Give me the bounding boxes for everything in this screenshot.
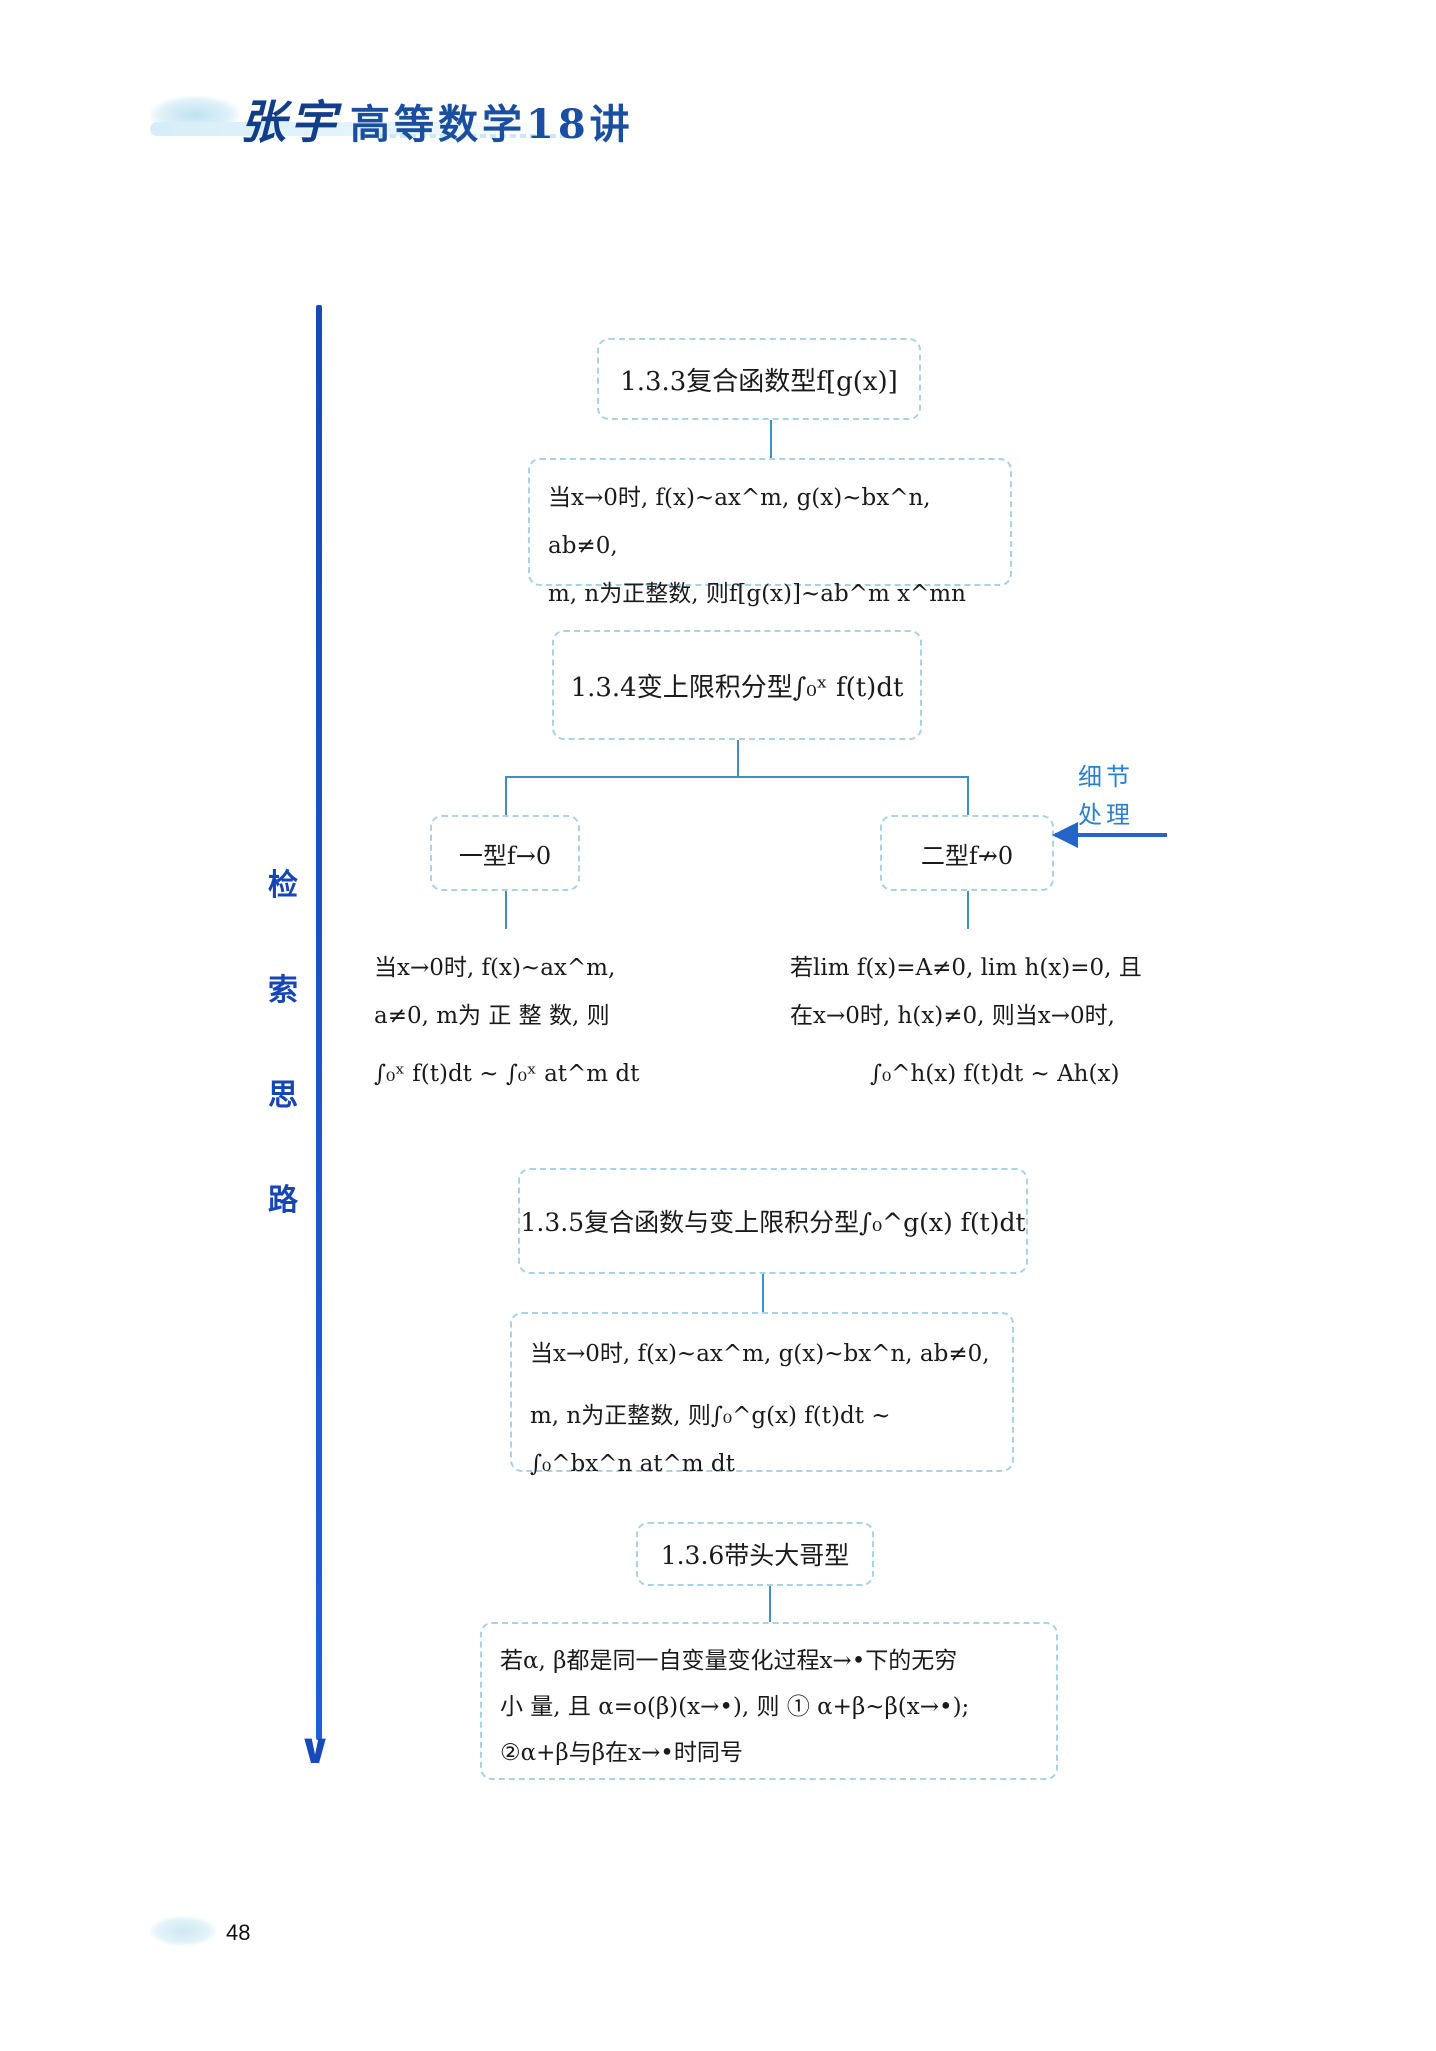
book-title: 张宇高等数学18讲 <box>240 86 634 152</box>
content-line: ∫₀^h(x) f(t)dt ~ Ah(x) <box>870 1061 1120 1087</box>
type-1-box: 一型f→0 <box>430 815 580 891</box>
connector <box>505 891 507 929</box>
sidebar-char-3: 思 <box>268 1078 298 1113</box>
sidebar-char-1: 检 <box>268 868 298 903</box>
section-1-3-5-content: 当x→0时, f(x)~ax^m, g(x)~bx^n, ab≠0, m, n为… <box>510 1312 1014 1477</box>
book-brand: 张宇 <box>240 95 340 149</box>
sidebar-char-4: 路 <box>268 1183 298 1218</box>
section-1-3-6-title-box: 1.3.6带头大哥型 <box>636 1522 874 1586</box>
footer-decoration <box>150 1916 216 1946</box>
section-1-3-3-title-box: 1.3.3复合函数型f[g(x)] <box>597 338 921 420</box>
content-line: a≠0, m为 正 整 数, 则 <box>374 1003 610 1029</box>
section-1-3-5-title: 1.3.5复合函数与变上限积分型∫₀^g(x) f(t)dt <box>520 1208 1026 1237</box>
arrow-shaft <box>1055 833 1167 837</box>
connector <box>967 891 969 929</box>
side-note-line: 细节 <box>1078 763 1134 791</box>
page-number: 48 <box>226 1920 251 1945</box>
sidebar-char-2: 索 <box>268 973 298 1008</box>
header-dots <box>380 134 570 138</box>
content-line: 小 量, 且 α=o(β)(x→•), 则 ① α+β~β(x→•); <box>500 1694 970 1720</box>
connector <box>769 1586 771 1622</box>
side-note: 细节 处理 <box>1078 758 1134 834</box>
type-2-content: 若lim f(x)=A≠0, lim h(x)=0, 且 在x→0时, h(x)… <box>790 944 1190 1098</box>
content-line: m, n为正整数, 则∫₀^g(x) f(t)dt ~ ∫₀^bx^n at^m… <box>530 1403 891 1477</box>
content-line: 当x→0时, f(x)~ax^m, g(x)~bx^n, ab≠0, <box>548 485 931 559</box>
type-2-label: 二型f↛0 <box>920 841 1014 870</box>
connector <box>967 776 969 816</box>
connector <box>762 1274 764 1312</box>
side-note-line: 处理 <box>1078 801 1134 829</box>
section-1-3-6-content: 若α, β都是同一自变量变化过程x→•下的无穷 小 量, 且 α=o(β)(x→… <box>480 1622 1058 1780</box>
chevron-down-icon: ∨ <box>298 1724 333 1773</box>
connector <box>505 776 969 778</box>
section-1-3-4-title: 1.3.4变上限积分型∫₀ˣ f(t)dt <box>570 672 904 703</box>
section-1-3-5-title-box: 1.3.5复合函数与变上限积分型∫₀^g(x) f(t)dt <box>518 1168 1028 1274</box>
content-line: 若lim f(x)=A≠0, lim h(x)=0, 且 <box>790 955 1142 981</box>
retrieval-line <box>316 305 322 1740</box>
book-title-text: 高等数学18讲 <box>350 101 634 148</box>
content-line: 在x→0时, h(x)≠0, 则当x→0时, <box>790 1003 1115 1029</box>
content-line: 当x→0时, f(x)~ax^m, <box>374 955 616 981</box>
content-line: ∫₀ˣ f(t)dt ~ ∫₀ˣ at^m dt <box>374 1061 640 1087</box>
section-1-3-6-title: 1.3.6带头大哥型 <box>660 1541 850 1570</box>
content-line: m, n为正整数, 则f[g(x)]~ab^m x^mn <box>548 581 966 607</box>
type-1-content: 当x→0时, f(x)~ax^m, a≠0, m为 正 整 数, 则 ∫₀ˣ f… <box>374 944 674 1098</box>
type-2-box: 二型f↛0 <box>880 815 1054 891</box>
section-1-3-3-content: 当x→0时, f(x)~ax^m, g(x)~bx^n, ab≠0, m, n为… <box>528 458 1012 607</box>
content-line: 若α, β都是同一自变量变化过程x→•下的无穷 <box>500 1648 958 1674</box>
section-1-3-3-title: 1.3.3复合函数型f[g(x)] <box>620 366 898 397</box>
connector <box>770 420 772 458</box>
header-band <box>150 122 570 136</box>
section-1-3-4-title-box: 1.3.4变上限积分型∫₀ˣ f(t)dt <box>552 630 922 740</box>
connector <box>505 776 507 816</box>
content-line: 当x→0时, f(x)~ax^m, g(x)~bx^n, ab≠0, <box>530 1341 990 1367</box>
type-1-label: 一型f→0 <box>458 841 552 870</box>
content-line: ②α+β与β在x→•时同号 <box>500 1740 743 1766</box>
connector <box>737 740 739 778</box>
